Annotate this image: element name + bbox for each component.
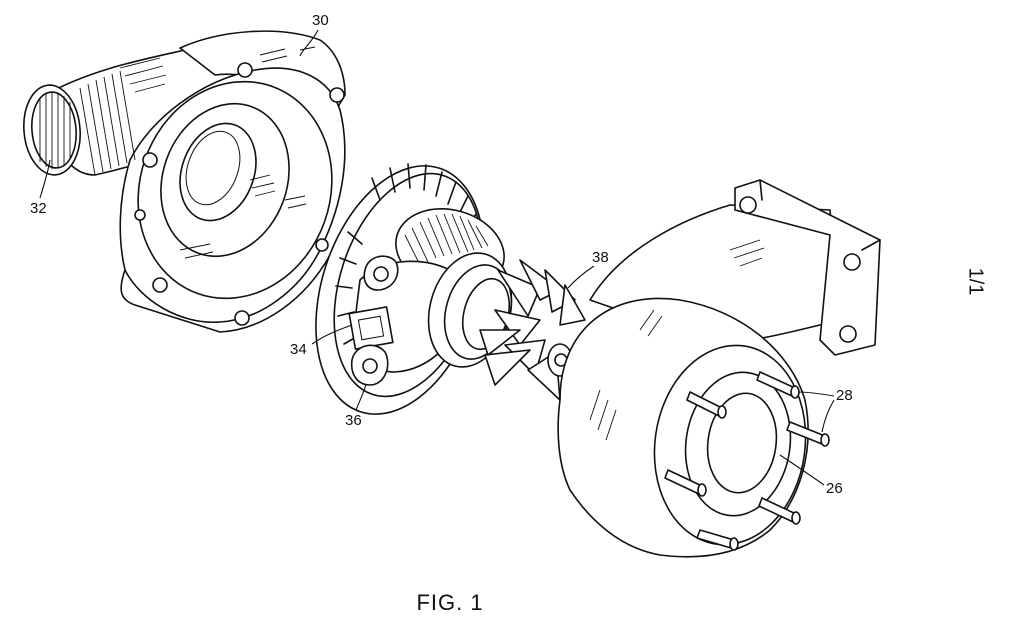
label-34: 34 <box>290 341 307 358</box>
compressor-housing <box>44 30 346 333</box>
label-26: 26 <box>826 480 843 497</box>
label-36: 36 <box>345 412 362 429</box>
sheet-number: 1/1 <box>964 267 987 296</box>
figure-caption: FIG. 1 <box>416 590 484 615</box>
reference-labels: 30 32 34 36 38 28 26 <box>30 12 853 497</box>
turbine-housing <box>557 179 881 558</box>
label-28: 28 <box>836 387 853 404</box>
label-32: 32 <box>30 200 47 217</box>
label-30: 30 <box>312 12 329 29</box>
turbine-wheel <box>479 259 586 401</box>
mounting-studs <box>664 371 830 551</box>
label-38: 38 <box>592 249 609 266</box>
bearing-housing <box>315 163 513 415</box>
compressor-inlet-screen <box>23 70 136 176</box>
